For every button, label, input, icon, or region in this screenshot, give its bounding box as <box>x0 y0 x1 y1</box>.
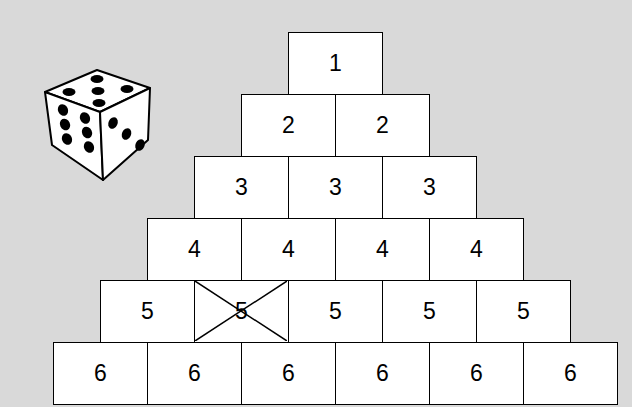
box-number: 6 <box>282 361 295 386</box>
number-box: 6 <box>147 342 242 405</box>
die-pip <box>91 75 104 83</box>
die-pip <box>56 102 70 117</box>
box-number: 5 <box>423 299 436 324</box>
die-pip <box>106 116 119 131</box>
number-box: 6 <box>53 342 148 405</box>
die-pip <box>92 87 105 95</box>
box-number: 6 <box>376 361 389 386</box>
die-pip <box>121 85 134 93</box>
cross-stroke <box>195 281 287 341</box>
box-number: 3 <box>235 175 248 200</box>
box-number: 6 <box>94 361 107 386</box>
number-box: 4 <box>429 218 524 281</box>
die-body <box>45 70 150 180</box>
die-pip <box>93 99 106 107</box>
cross-stroke <box>195 281 287 341</box>
number-box: 6 <box>335 342 430 405</box>
die-right-face <box>100 88 150 180</box>
number-box: 3 <box>382 156 477 219</box>
number-box: 2 <box>335 94 430 157</box>
box-number: 5 <box>141 299 154 324</box>
box-number: 2 <box>376 113 389 138</box>
box-number: 2 <box>282 113 295 138</box>
number-box: 2 <box>241 94 336 157</box>
box-number: 4 <box>376 237 389 262</box>
number-box: 6 <box>429 342 524 405</box>
number-box: 5 <box>288 280 383 343</box>
number-box: 4 <box>147 218 242 281</box>
number-box: 4 <box>241 218 336 281</box>
box-number: 4 <box>470 237 483 262</box>
die-pips <box>56 75 147 155</box>
die-pip <box>78 110 92 125</box>
box-number: 6 <box>188 361 201 386</box>
box-number: 4 <box>282 237 295 262</box>
number-box: 5 <box>100 280 195 343</box>
box-number: 6 <box>470 361 483 386</box>
number-box: 4 <box>335 218 430 281</box>
die-pip <box>80 125 94 140</box>
die-pip <box>133 138 146 153</box>
number-box: 3 <box>288 156 383 219</box>
die-pip <box>82 139 96 154</box>
die-pip <box>60 131 74 146</box>
die-pip <box>63 88 76 96</box>
number-box: 1 <box>288 32 383 95</box>
box-number: 3 <box>329 175 342 200</box>
number-box: 6 <box>241 342 336 405</box>
number-box: 5 <box>382 280 477 343</box>
box-number: 5 <box>517 299 530 324</box>
number-box: 5 <box>476 280 571 343</box>
box-number: 3 <box>423 175 436 200</box>
box-number: 4 <box>188 237 201 262</box>
box-number: 5 <box>329 299 342 324</box>
die-pip <box>58 117 72 132</box>
number-box: 5 <box>194 280 289 343</box>
box-number: 5 <box>235 299 248 324</box>
number-box: 3 <box>194 156 289 219</box>
die-pip <box>120 127 133 142</box>
box-number: 1 <box>329 51 342 76</box>
box-number: 6 <box>564 361 577 386</box>
number-box: 6 <box>523 342 618 405</box>
